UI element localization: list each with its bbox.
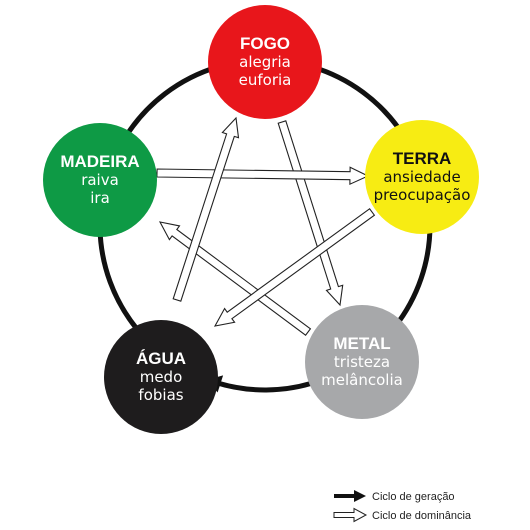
generation-arrow-madeira-to-fogo	[122, 64, 219, 140]
element-circle-fogo	[208, 5, 322, 119]
legend-generation: Ciclo de geração	[334, 490, 455, 503]
element-emotion-terra: ansiedade	[383, 168, 460, 186]
generation-arrow-terra-to-metal	[392, 223, 433, 329]
element-circle-madeira	[43, 123, 157, 237]
element-emotion-madeira: raiva	[81, 171, 119, 189]
dominance-arrow-agua-to-fogo	[172, 116, 240, 302]
legend-dominance-arrow	[333, 507, 368, 523]
element-nodes: FOGOalegriaeuforiaTERRAansiedadepreocupa…	[43, 5, 479, 434]
legend-generation-label: Ciclo de geração	[372, 491, 455, 503]
element-title-metal: METAL	[333, 334, 390, 353]
element-emotion-madeira: ira	[90, 189, 110, 207]
dominance-arrow-terra-to-agua	[213, 208, 376, 327]
element-emotion-fogo: euforia	[239, 71, 292, 89]
element-title-madeira: MADEIRA	[60, 152, 139, 171]
element-emotion-fogo: alegria	[239, 53, 291, 71]
element-emotion-metal: melâncolia	[321, 371, 403, 389]
dominance-arrow-madeira-to-terra	[156, 166, 370, 186]
generation-arrow-agua-to-madeira	[97, 228, 139, 331]
element-emotion-terra: preocupação	[374, 186, 471, 204]
legend-dominance: Ciclo de dominância	[333, 507, 472, 523]
element-title-terra: TERRA	[393, 149, 452, 168]
element-circle-agua	[104, 320, 218, 434]
element-emotion-agua: fobias	[138, 386, 183, 404]
legend: Ciclo de geração Ciclo de dominância	[333, 490, 472, 523]
element-circle-terra	[365, 120, 479, 234]
legend-dominance-label: Ciclo de dominância	[372, 510, 472, 522]
dominance-arrow-fogo-to-metal	[277, 120, 344, 307]
element-emotion-agua: medo	[140, 368, 183, 386]
element-circle-metal	[305, 305, 419, 419]
element-title-agua: ÁGUA	[136, 349, 186, 368]
element-emotion-metal: tristeza	[334, 353, 390, 371]
generation-arrow-fogo-to-terra	[311, 64, 405, 136]
generation-arrow-metal-to-agua	[213, 378, 319, 393]
element-title-fogo: FOGO	[240, 34, 290, 53]
legend-generation-arrow-head	[354, 490, 366, 502]
dominance-cycle	[156, 116, 376, 336]
